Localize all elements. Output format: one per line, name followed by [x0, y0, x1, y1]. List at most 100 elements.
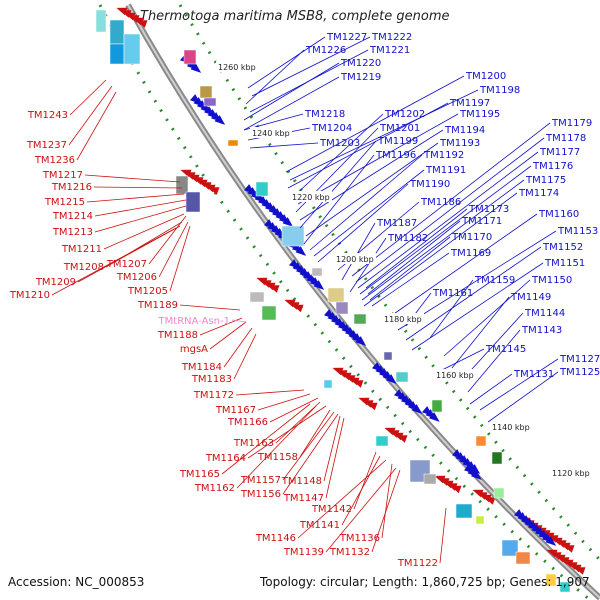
gene-label-reverse[interactable]: TM1122 [397, 558, 438, 569]
gene-label-forward[interactable]: TM1220 [340, 58, 381, 69]
gene-label-forward[interactable]: TM1222 [371, 32, 412, 43]
gene-label-forward[interactable]: TM1177 [539, 147, 580, 158]
gene-label-forward[interactable]: TM1204 [311, 123, 352, 134]
gene-label-reverse[interactable]: mgsA [180, 344, 208, 355]
gene-label-forward[interactable]: TM1227 [326, 32, 367, 43]
gene-label-reverse[interactable]: TM1157 [240, 475, 281, 486]
gene-label-reverse[interactable]: TM1139 [283, 547, 324, 558]
gene-label-reverse[interactable]: TM1214 [52, 211, 93, 222]
reverse-leader-line [94, 205, 187, 233]
gene-label-reverse[interactable]: TM1209 [35, 277, 76, 288]
gene-label-reverse[interactable]: TM1236 [34, 155, 75, 166]
forward-strand-features [180, 54, 557, 546]
gene-label-reverse[interactable]: TM1167 [215, 405, 256, 416]
gene-label-reverse[interactable]: TM1183 [191, 374, 232, 385]
gene-label-forward[interactable]: TM1198 [479, 85, 520, 96]
gene-label-forward[interactable]: TM1218 [304, 109, 345, 120]
cog-box [183, 49, 197, 65]
gene-label-forward[interactable]: TM1161 [432, 288, 473, 299]
gene-label-forward[interactable]: TM1199 [377, 136, 418, 147]
gene-label-forward[interactable]: TM1194 [444, 125, 485, 136]
gene-label-forward[interactable]: TM1131 [513, 369, 554, 380]
gene-label-reverse[interactable]: TM1213 [52, 227, 93, 238]
gene-label-forward[interactable]: TM1145 [485, 344, 526, 355]
cog-box [203, 97, 217, 107]
gene-label-forward[interactable]: TM1203 [319, 138, 360, 149]
gene-label-forward[interactable]: TM1186 [420, 197, 461, 208]
gene-label-reverse[interactable]: TM1208 [63, 262, 104, 273]
gene-label-forward[interactable]: TM1143 [521, 325, 562, 336]
gene-label-forward[interactable]: TM1173 [468, 204, 509, 215]
gene-label-forward[interactable]: TM1174 [518, 188, 559, 199]
gene-label-reverse[interactable]: TM1162 [194, 483, 235, 494]
gene-label-reverse[interactable]: TM1163 [233, 438, 274, 449]
kbp-tick-label: 1240 kbp [252, 129, 290, 138]
gene-label-reverse[interactable]: TM1158 [257, 452, 298, 463]
gene-label-forward[interactable]: TM1160 [538, 209, 579, 220]
gene-label-rna[interactable]: TMtRNA-Asn-1 [158, 316, 230, 327]
gene-label-reverse[interactable]: TM1207 [106, 259, 147, 270]
gene-label-reverse[interactable]: TM1172 [193, 390, 234, 401]
gene-label-forward[interactable]: TM1152 [542, 242, 583, 253]
gene-label-forward[interactable]: TM1201 [379, 123, 420, 134]
gene-label-forward[interactable]: TM1178 [545, 133, 586, 144]
gene-label-forward[interactable]: TM1159 [474, 275, 515, 286]
gene-label-reverse[interactable]: TM1211 [61, 244, 102, 255]
gene-label-reverse[interactable]: TM1216 [51, 182, 92, 193]
forward-leader-line [461, 312, 524, 381]
topology-text: Topology: circular; Length: 1,860,725 bp… [260, 575, 590, 589]
gene-label-forward[interactable]: TM1192 [423, 150, 464, 161]
gene-label-forward[interactable]: TM1151 [544, 258, 585, 269]
gene-label-forward[interactable]: TM1197 [449, 98, 490, 109]
gene-label-forward[interactable]: TM1171 [461, 216, 502, 227]
gene-label-forward[interactable]: TM1175 [525, 175, 566, 186]
gene-label-forward[interactable]: TM1127 [559, 354, 600, 365]
gene-label-reverse[interactable]: TM1217 [42, 170, 83, 181]
gene-label-forward[interactable]: TM1125 [559, 367, 600, 378]
gene-label-reverse[interactable]: TM1243 [27, 110, 68, 121]
kbp-tick-label: 1180 kbp [384, 315, 422, 324]
gene-label-forward[interactable]: TM1176 [532, 161, 573, 172]
gene-label-reverse[interactable]: TM1146 [255, 533, 296, 544]
gene-label-reverse[interactable]: TM1205 [127, 286, 168, 297]
gene-label-forward[interactable]: TM1153 [557, 226, 598, 237]
gene-label-forward[interactable]: TM1193 [439, 138, 480, 149]
gene-label-reverse[interactable]: TM1147 [283, 493, 324, 504]
gene-label-reverse[interactable]: TM1142 [311, 504, 352, 515]
gene-label-reverse[interactable]: TM1141 [299, 520, 340, 531]
gene-label-forward[interactable]: TM1150 [531, 275, 572, 286]
gene-label-forward[interactable]: TM1187 [376, 218, 417, 229]
gene-label-forward[interactable]: TM1170 [451, 232, 492, 243]
gene-label-reverse[interactable]: TM1166 [227, 417, 268, 428]
gene-label-reverse[interactable]: TM1136 [339, 533, 380, 544]
gene-label-reverse[interactable]: TM1237 [26, 140, 67, 151]
gene-label-forward[interactable]: TM1226 [305, 45, 346, 56]
reverse-leader-line [93, 186, 183, 189]
gene-label-forward[interactable]: TM1202 [384, 109, 425, 120]
gene-label-reverse[interactable]: TM1156 [240, 489, 281, 500]
gene-label-reverse[interactable]: TM1206 [116, 272, 157, 283]
gene-label-forward[interactable]: TM1190 [409, 179, 450, 190]
gene-label-reverse[interactable]: TM1188 [157, 330, 198, 341]
gene-label-reverse[interactable]: TM1184 [181, 362, 222, 373]
gene-label-forward[interactable]: TM1149 [510, 292, 551, 303]
gene-label-reverse[interactable]: TM1165 [179, 469, 220, 480]
gene-label-forward[interactable]: TM1195 [459, 109, 500, 120]
gene-label-reverse[interactable]: TM1132 [329, 547, 370, 558]
gene-label-forward[interactable]: TM1200 [465, 71, 506, 82]
gene-label-reverse[interactable]: TM1189 [137, 300, 178, 311]
cog-box [327, 287, 345, 303]
gene-label-reverse[interactable]: TM1148 [281, 476, 322, 487]
reverse-leader-line [439, 507, 447, 564]
gene-label-forward[interactable]: TM1219 [340, 72, 381, 83]
gene-label-reverse[interactable]: TM1210 [9, 290, 50, 301]
gene-label-forward[interactable]: TM1221 [369, 45, 410, 56]
gene-label-forward[interactable]: TM1169 [450, 248, 491, 259]
gene-label-reverse[interactable]: TM1215 [44, 197, 85, 208]
gene-label-forward[interactable]: TM1196 [375, 150, 416, 161]
gene-label-forward[interactable]: TM1182 [387, 233, 428, 244]
gene-label-forward[interactable]: TM1191 [425, 165, 466, 176]
gene-label-forward[interactable]: TM1179 [551, 118, 592, 129]
gene-label-reverse[interactable]: TM1164 [205, 453, 246, 464]
gene-label-forward[interactable]: TM1144 [524, 308, 565, 319]
